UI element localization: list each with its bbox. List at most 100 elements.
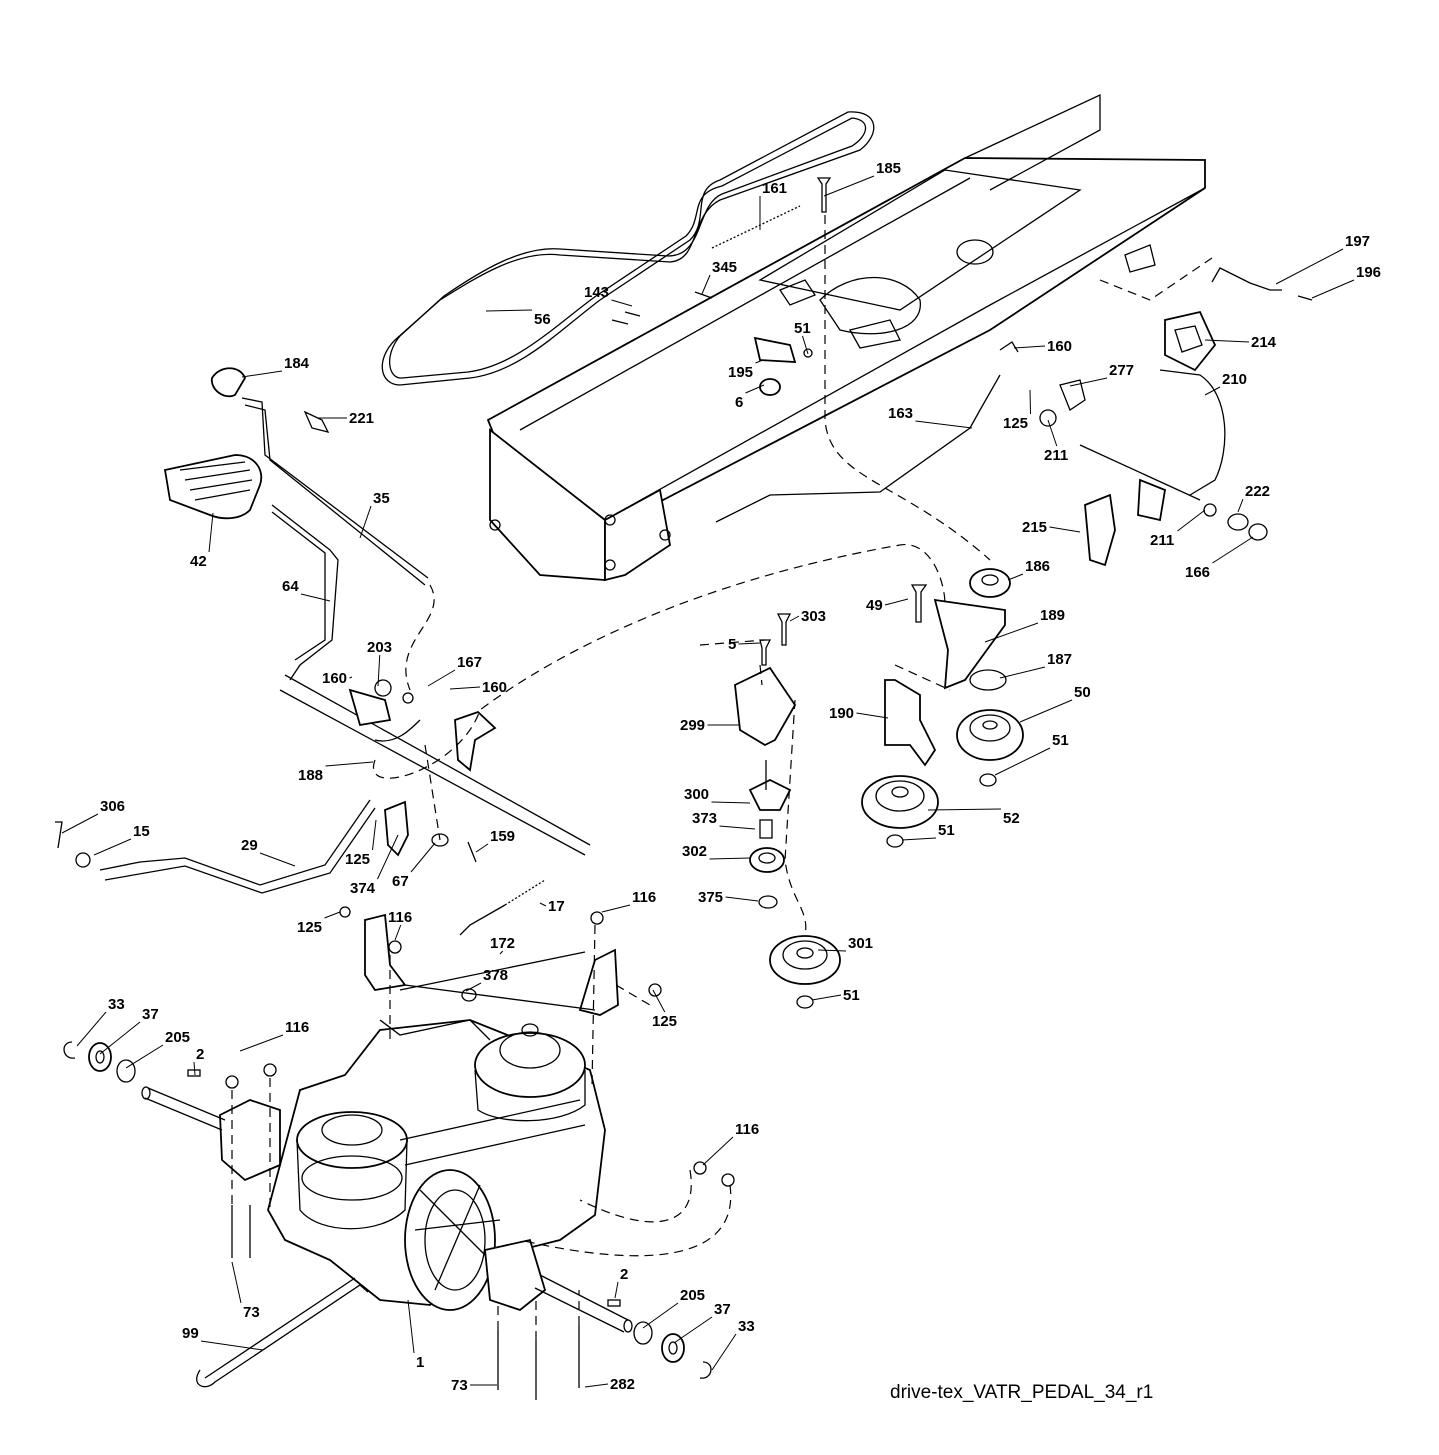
leader-line: [1019, 699, 1073, 723]
part-label-159: 159: [490, 828, 515, 845]
leader-line: [1007, 573, 1024, 581]
leader-line: [200, 1340, 264, 1351]
part-label-49: 49: [866, 597, 883, 614]
leader-line: [465, 982, 482, 992]
part-label-73: 73: [451, 1377, 468, 1394]
part-label-116: 116: [632, 889, 656, 906]
part-label-1: 1: [416, 1354, 424, 1371]
center-idler-group: [734, 613, 841, 1009]
part-label-51: 51: [1052, 732, 1069, 749]
leader-line: [76, 1011, 107, 1047]
part-label-166: 166: [1185, 564, 1210, 581]
leader-line: [239, 1034, 284, 1052]
leader-line: [1212, 536, 1254, 564]
part-label-125: 125: [1003, 415, 1028, 432]
leader-line: [901, 837, 937, 841]
part-label-33: 33: [738, 1318, 755, 1335]
leader-line: [745, 384, 765, 394]
part-label-167: 167: [457, 654, 482, 671]
part-label-185: 185: [876, 160, 901, 177]
part-label-374: 374: [350, 880, 376, 897]
part-label-15: 15: [133, 823, 150, 840]
leader-line: [611, 299, 633, 307]
leader-line: [1177, 509, 1206, 532]
leader-line: [1013, 345, 1046, 349]
leader-line: [300, 593, 331, 602]
part-label-37: 37: [714, 1301, 731, 1318]
leader-line: [377, 654, 381, 687]
part-label-302: 302: [682, 843, 707, 860]
part-label-186: 186: [1025, 558, 1050, 575]
leader-line: [984, 622, 1039, 643]
part-label-67: 67: [392, 873, 409, 890]
leader-line: [1204, 339, 1250, 343]
part-label-116: 116: [388, 909, 412, 926]
part-label-195: 195: [728, 364, 753, 381]
leader-line: [410, 842, 436, 873]
part-label-211: 211: [1150, 532, 1174, 549]
leader-line: [539, 902, 547, 907]
part-label-35: 35: [373, 490, 390, 507]
leader-line: [642, 1302, 679, 1329]
leader-line: [99, 1021, 141, 1055]
part-label-303: 303: [801, 608, 826, 625]
leader-line: [1069, 377, 1108, 387]
leader-line: [241, 370, 283, 378]
part-label-301: 301: [848, 935, 873, 952]
leader-line: [449, 686, 481, 690]
part-label-214: 214: [1251, 334, 1277, 351]
leader-line: [915, 420, 973, 429]
leader-line: [1237, 498, 1244, 513]
leader-line: [709, 857, 751, 860]
leader-line: [584, 1383, 609, 1388]
part-label-161: 161: [762, 180, 787, 197]
part-label-51: 51: [794, 320, 811, 337]
part-label-196: 196: [1356, 264, 1381, 281]
transaxle: [219, 1019, 606, 1312]
part-label-125: 125: [345, 851, 370, 868]
leader-line: [324, 911, 341, 919]
leader-line: [1204, 386, 1221, 396]
leader-line: [811, 994, 842, 1001]
leader-line: [652, 989, 666, 1013]
leader-line: [499, 950, 504, 955]
leader-line: [927, 808, 1002, 811]
leader-line: [377, 834, 399, 880]
part-label-160: 160: [322, 670, 347, 687]
leader-line: [359, 505, 372, 539]
leader-line: [702, 1136, 734, 1166]
leader-line: [1049, 526, 1081, 533]
leader-line: [994, 747, 1051, 776]
leader-line: [614, 1281, 619, 1299]
part-label-211: 211: [1044, 447, 1068, 464]
part-label-51: 51: [843, 987, 860, 1004]
leader-line: [193, 1061, 196, 1076]
part-label-160: 160: [1047, 338, 1072, 355]
part-label-306: 306: [100, 798, 125, 815]
pedal-assembly-right: [1039, 310, 1268, 567]
part-label-51: 51: [938, 822, 955, 839]
leader-line: [601, 904, 631, 913]
part-label-215: 215: [1022, 519, 1047, 536]
part-label-33: 33: [108, 996, 125, 1013]
part-label-50: 50: [1074, 684, 1091, 701]
leader-line: [738, 642, 761, 645]
part-label-160: 160: [482, 679, 507, 696]
part-label-378: 378: [483, 967, 508, 984]
leader-line: [856, 712, 889, 719]
part-label-116: 116: [285, 1019, 309, 1036]
part-label-205: 205: [165, 1029, 190, 1046]
leader-line: [789, 615, 800, 622]
part-label-2: 2: [620, 1266, 628, 1283]
leader-line: [725, 896, 759, 902]
leader-line: [802, 335, 809, 355]
part-label-163: 163: [888, 405, 913, 422]
pedal-assembly-left: [163, 367, 429, 681]
leader-line: [1029, 389, 1031, 415]
part-label-125: 125: [297, 919, 322, 936]
cross-shaft: [279, 674, 591, 856]
leader-line: [61, 813, 99, 834]
leader-line: [999, 666, 1046, 679]
part-label-64: 64: [282, 578, 299, 595]
part-label-99: 99: [182, 1325, 199, 1342]
